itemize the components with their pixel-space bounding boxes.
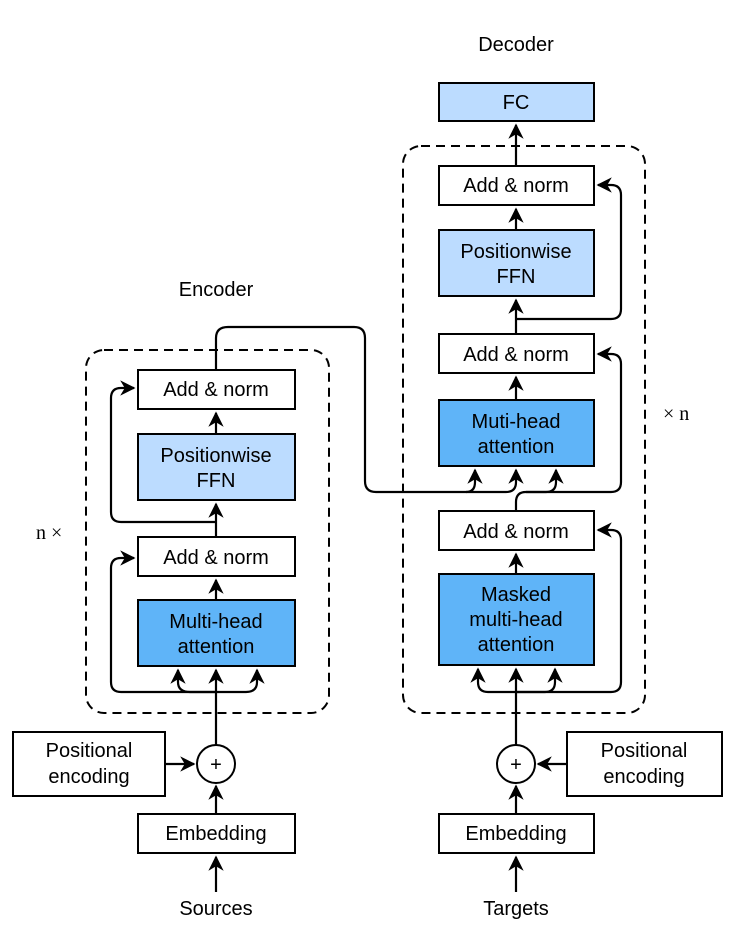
encoder-plus-node: + xyxy=(196,744,236,784)
encoder-add-norm-top-label: Add & norm xyxy=(163,379,269,401)
decoder-connections xyxy=(470,123,623,892)
decoder-ffn-label-line1: Positionwise xyxy=(460,241,571,263)
decoder-masked-attention-line1: Masked xyxy=(481,584,551,606)
decoder-add-norm-bottom-box xyxy=(438,510,595,551)
decoder-ffn-box xyxy=(438,229,595,297)
encoder-ffn-label-line2: FFN xyxy=(197,470,236,492)
decoder-residual-1 xyxy=(516,522,623,694)
decoder-plus-symbol: + xyxy=(510,754,522,776)
decoder-fc-box xyxy=(438,82,595,122)
encoder-attention-label-line2: attention xyxy=(178,636,255,658)
decoder-embedding-label: Embedding xyxy=(465,823,566,845)
encoder-positional-encoding-line1: Positional xyxy=(46,740,133,762)
decoder-query-to-cross-attention-arrow xyxy=(514,468,564,511)
decoder-add-norm-bottom: Add & norm xyxy=(438,510,595,551)
decoder-plus-node: + xyxy=(496,744,536,784)
decoder-masked-key-arrow xyxy=(470,667,516,694)
decoder-masked-attention-line3: attention xyxy=(478,634,555,656)
decoder-positional-encoding-line2: encoding xyxy=(603,766,684,788)
encoder-add-norm-top: Add & norm xyxy=(137,369,296,410)
encoder-plus-symbol: + xyxy=(210,754,222,776)
decoder-cross-attention-box xyxy=(438,399,595,467)
encoder-attention-box xyxy=(137,599,296,667)
decoder-embedding: Embedding xyxy=(438,813,595,854)
encoder-embedding-box xyxy=(137,813,296,854)
decoder-add-norm-top-box xyxy=(438,165,595,206)
decoder-positional-encoding-box xyxy=(566,731,723,797)
decoder-positional-encoding: Positional encoding xyxy=(566,731,723,797)
decoder-add-norm-middle-label: Add & norm xyxy=(463,344,569,366)
decoder-input-label: Targets xyxy=(483,898,549,920)
decoder-ffn-label-line2: FFN xyxy=(497,266,536,288)
decoder-ffn: Positionwise FFN xyxy=(438,229,595,297)
encoder-block-outline xyxy=(85,349,330,714)
decoder-masked-value-arrow xyxy=(516,667,563,694)
encoder-attention-value-arrow xyxy=(216,668,265,694)
encoder-attention-key-arrow xyxy=(170,668,216,694)
encoder-positional-encoding-line2: encoding xyxy=(48,766,129,788)
encoder-add-norm-bottom: Add & norm xyxy=(137,536,296,577)
decoder-fc: FC xyxy=(438,82,595,122)
decoder-embedding-box xyxy=(438,813,595,854)
encoder: Encoder n × Add & norm Positionwise FFN … xyxy=(12,279,524,920)
encoder-output-to-decoder-value-arrow xyxy=(466,468,524,494)
encoder-attention: Multi-head attention xyxy=(137,599,296,667)
encoder-attention-label-line1: Multi-head xyxy=(169,611,262,633)
decoder-masked-attention: Masked multi-head attention xyxy=(438,573,595,666)
decoder-cross-attention-line1: Muti-head xyxy=(472,411,561,433)
decoder-add-norm-bottom-label: Add & norm xyxy=(463,521,569,543)
encoder-input-label: Sources xyxy=(179,898,252,920)
encoder-ffn-label-line1: Positionwise xyxy=(160,445,271,467)
decoder: Decoder × n FC Add & norm Positionwise F… xyxy=(402,34,723,920)
decoder-cross-attention: Muti-head attention xyxy=(438,399,595,467)
encoder-connections xyxy=(109,325,524,892)
encoder-positional-encoding: Positional encoding xyxy=(12,731,166,797)
decoder-add-norm-top: Add & norm xyxy=(438,165,595,206)
decoder-add-norm-middle: Add & norm xyxy=(438,333,595,374)
decoder-cross-attention-line2: attention xyxy=(478,436,555,458)
encoder-residual-2 xyxy=(109,380,216,524)
decoder-block-outline xyxy=(402,145,646,714)
decoder-title: Decoder xyxy=(478,34,554,56)
encoder-add-norm-top-box xyxy=(137,369,296,410)
decoder-add-norm-top-label: Add & norm xyxy=(463,175,569,197)
decoder-positional-encoding-line1: Positional xyxy=(601,740,688,762)
encoder-embedding-label: Embedding xyxy=(165,823,266,845)
decoder-residual-2 xyxy=(526,346,623,494)
encoder-ffn: Positionwise FFN xyxy=(137,433,296,501)
encoder-add-norm-bottom-label: Add & norm xyxy=(163,547,269,569)
encoder-residual-1 xyxy=(109,550,216,694)
decoder-residual-3 xyxy=(516,177,623,321)
decoder-fc-label: FC xyxy=(503,92,530,114)
decoder-repeat-label: × n xyxy=(663,403,689,425)
encoder-repeat-label: n × xyxy=(36,522,62,544)
decoder-add-norm-middle-box xyxy=(438,333,595,374)
encoder-embedding: Embedding xyxy=(137,813,296,854)
encoder-title: Encoder xyxy=(179,279,254,301)
decoder-masked-attention-line2: multi-head xyxy=(469,609,562,631)
